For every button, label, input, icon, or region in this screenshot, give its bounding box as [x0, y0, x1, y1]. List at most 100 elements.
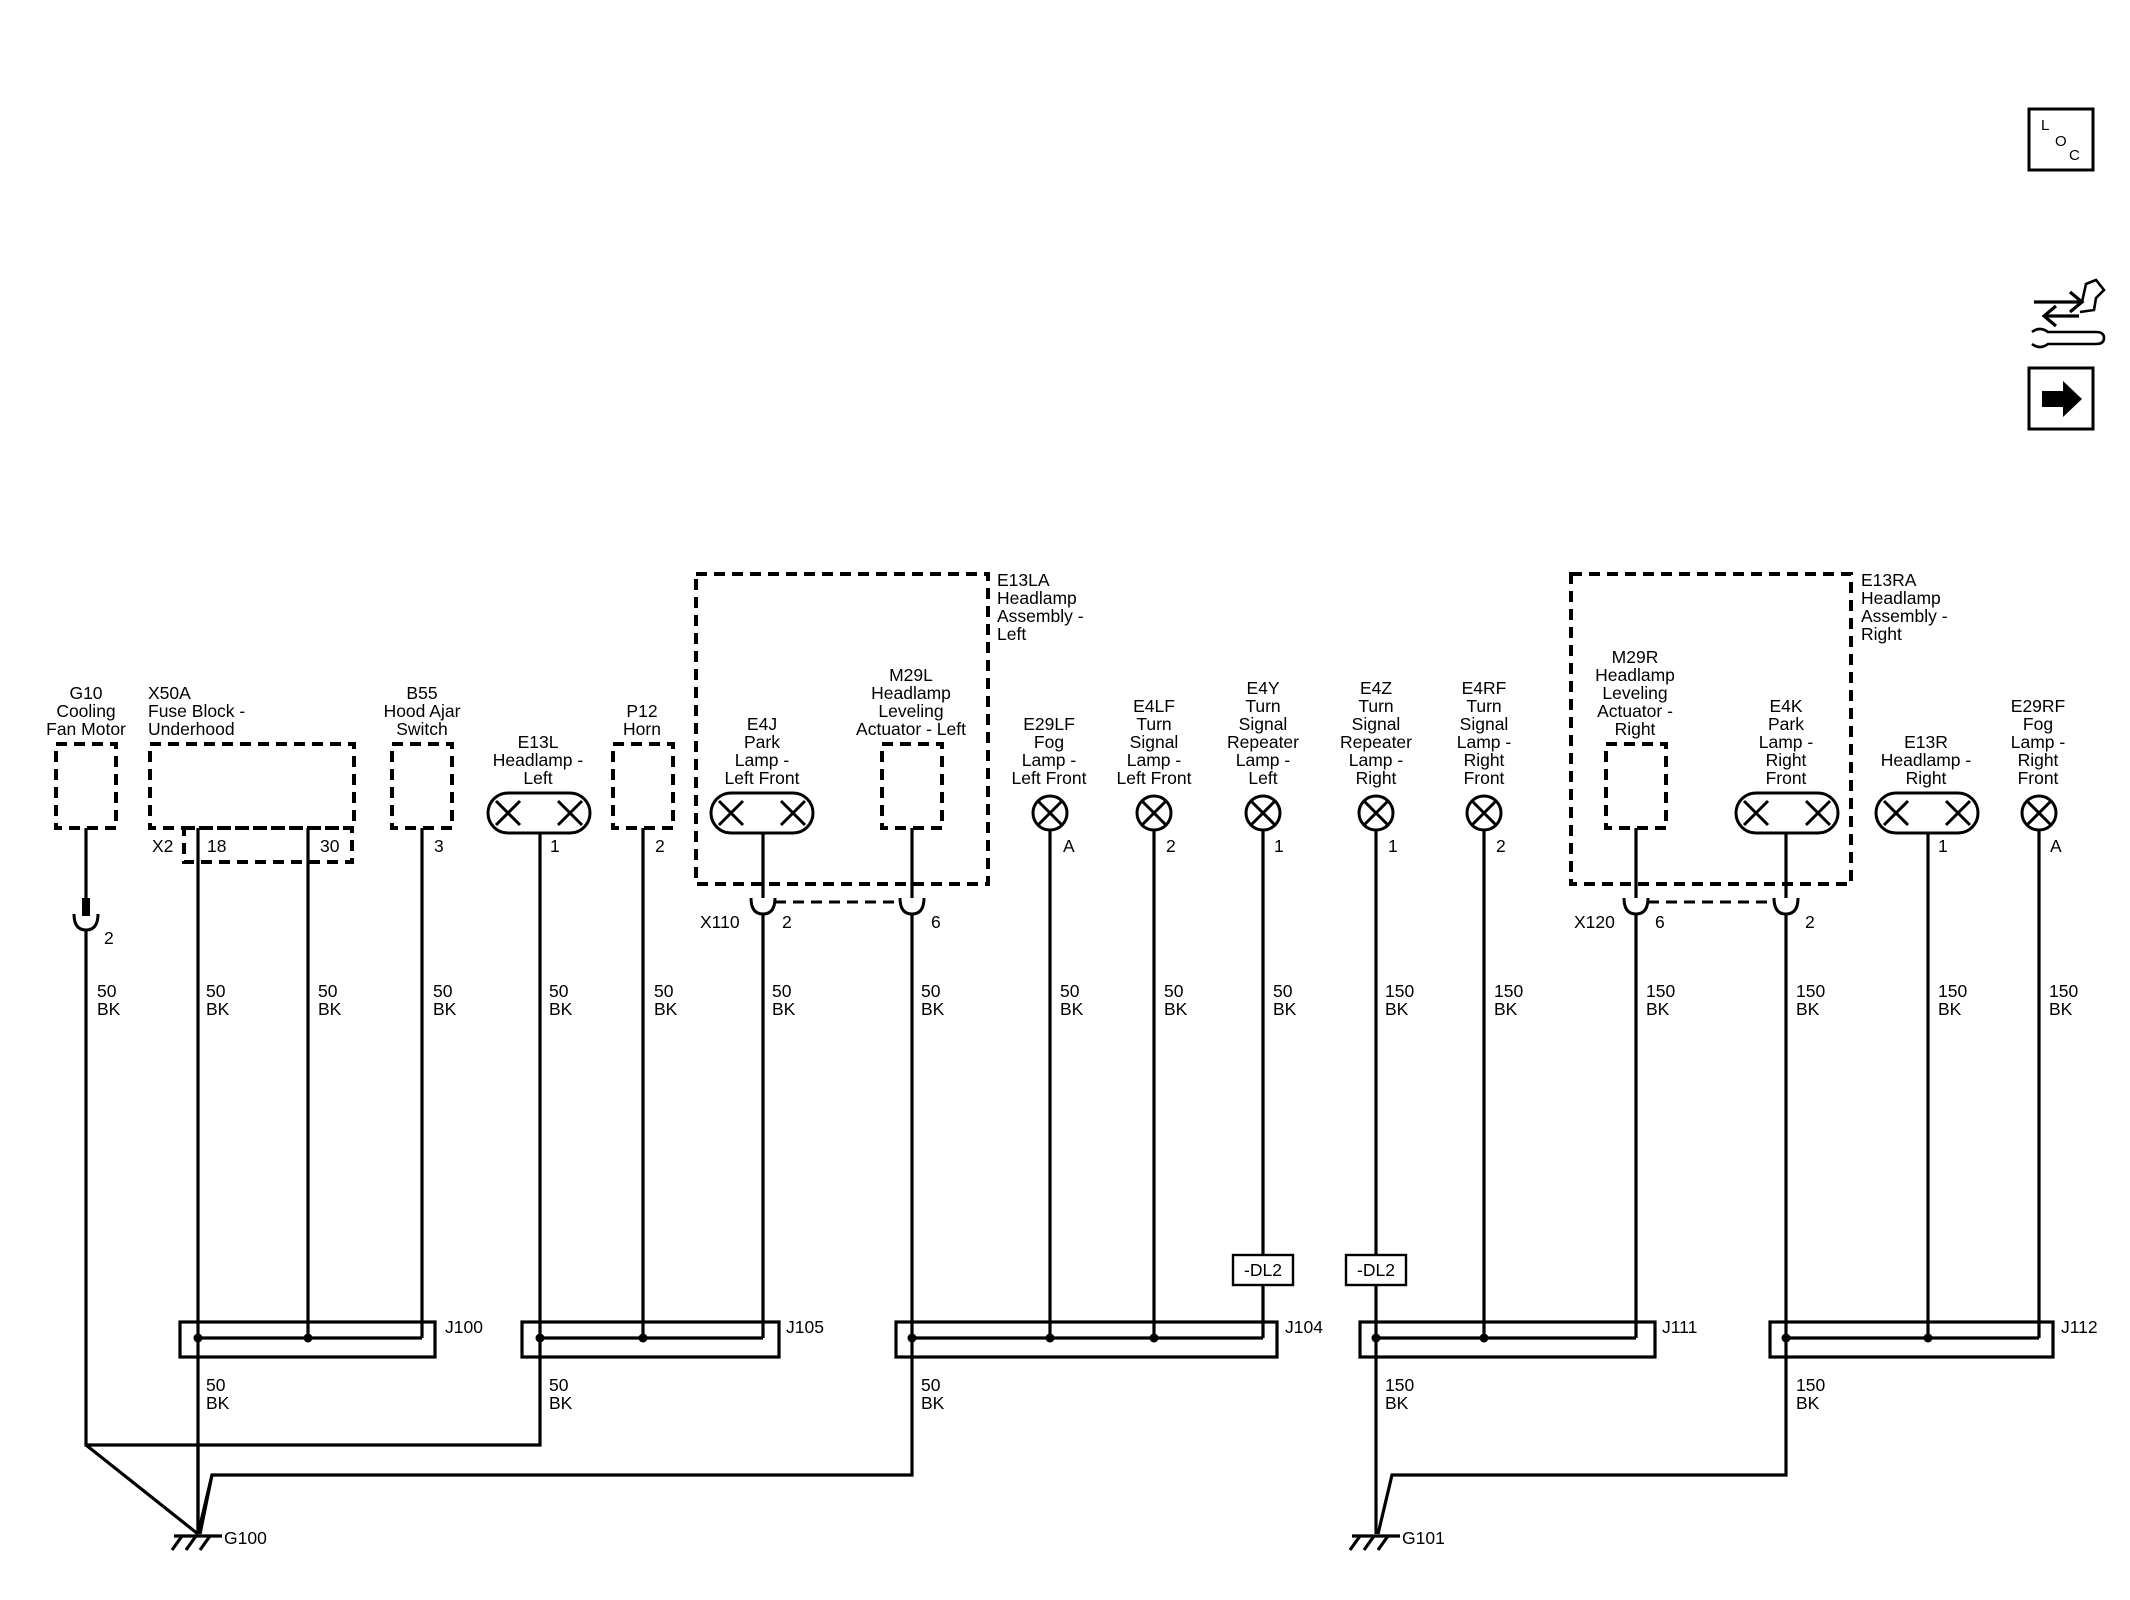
svg-text:M29L: M29L [889, 665, 933, 685]
svg-text:E13LA: E13LA [997, 570, 1050, 590]
svg-text:Turn: Turn [1466, 696, 1501, 716]
svg-text:Headlamp -: Headlamp - [493, 750, 584, 770]
svg-text:A: A [1063, 836, 1075, 856]
arrow-right-icon [2042, 381, 2082, 417]
svg-text:Signal: Signal [1130, 732, 1179, 752]
b55-hood-ajar-switch-box [390, 742, 454, 830]
svg-text:Cooling: Cooling [56, 701, 115, 721]
svg-text:2: 2 [104, 928, 114, 948]
svg-text:Headlamp -: Headlamp - [1881, 750, 1972, 770]
svg-text:150: 150 [1385, 981, 1414, 1001]
svg-text:50: 50 [97, 981, 117, 1001]
svg-text:1: 1 [550, 836, 560, 856]
svg-text:X120: X120 [1574, 912, 1615, 932]
splice-j104: J104 [894, 1317, 1323, 1359]
assembly-e13ra-box [1569, 572, 1853, 886]
label-e4z: E4Z Turn Signal Repeater Lamp - Right [1340, 678, 1412, 788]
svg-text:150: 150 [1385, 1375, 1414, 1395]
connector-g10 [72, 898, 100, 932]
svg-text:G10: G10 [69, 683, 102, 703]
svg-text:50: 50 [772, 981, 792, 1001]
tag-dl2-left: -DL2 [1231, 1253, 1295, 1287]
label-e4lf: E4LF Turn Signal Lamp - Left Front [1117, 696, 1192, 788]
label-p12: P12 Horn [623, 701, 661, 739]
svg-text:6: 6 [1655, 912, 1665, 932]
svg-text:Headlamp: Headlamp [997, 588, 1077, 608]
svg-text:150: 150 [1646, 981, 1675, 1001]
svg-text:BK: BK [1938, 999, 1962, 1019]
svg-text:BK: BK [921, 999, 945, 1019]
label-e29lf: E29LF Fog Lamp - Left Front [1012, 714, 1087, 788]
svg-text:BK: BK [2049, 999, 2073, 1019]
svg-text:Lamp -: Lamp - [735, 750, 790, 770]
svg-text:50: 50 [318, 981, 338, 1001]
svg-text:2: 2 [782, 912, 792, 932]
loc-letter-o: O [2055, 133, 2067, 150]
svg-text:BK: BK [1796, 1393, 1820, 1413]
svg-text:50: 50 [206, 981, 226, 1001]
svg-text:BK: BK [549, 1393, 573, 1413]
svg-text:Park: Park [1768, 714, 1804, 734]
svg-text:150: 150 [2049, 981, 2078, 1001]
svg-text:-DL2: -DL2 [1244, 1260, 1282, 1280]
e29lf-fog-lamp-symbol [1031, 794, 1069, 832]
svg-text:-DL2: -DL2 [1357, 1260, 1395, 1280]
svg-text:B55: B55 [406, 683, 437, 703]
svg-text:A: A [2050, 836, 2062, 856]
label-b55: B55 Hood Ajar Switch [384, 683, 461, 739]
svg-text:BK: BK [654, 999, 678, 1019]
svg-text:BK: BK [1796, 999, 1820, 1019]
label-e4j: E4J Park Lamp - Left Front [725, 714, 800, 788]
svg-text:E13RA: E13RA [1861, 570, 1917, 590]
svg-text:Fog: Fog [2023, 714, 2053, 734]
svg-text:50: 50 [921, 981, 941, 1001]
svg-text:J111: J111 [1662, 1317, 1697, 1337]
location-button[interactable]: L O C [2027, 107, 2095, 172]
svg-text:Leveling: Leveling [1602, 683, 1667, 703]
svg-text:Actuator - Left: Actuator - Left [856, 719, 966, 739]
e4y-repeater-lamp-symbol [1244, 794, 1282, 832]
component-view-icon[interactable] [2031, 278, 2106, 349]
wires [84, 828, 2041, 1535]
svg-text:G101: G101 [1402, 1528, 1445, 1548]
svg-text:Headlamp: Headlamp [1861, 588, 1941, 608]
svg-text:6: 6 [931, 912, 941, 932]
svg-text:Left Front: Left Front [1117, 768, 1192, 788]
svg-text:Front: Front [2018, 768, 2059, 788]
svg-text:J105: J105 [786, 1317, 824, 1337]
svg-text:1: 1 [1388, 836, 1398, 856]
svg-text:150: 150 [1938, 981, 1967, 1001]
connector-x110: X110 2 6 [700, 897, 941, 932]
svg-text:Headlamp: Headlamp [871, 683, 951, 703]
svg-text:Left: Left [997, 624, 1026, 644]
svg-text:BK: BK [549, 999, 573, 1019]
svg-text:Park: Park [744, 732, 780, 752]
svg-text:E13R: E13R [1904, 732, 1948, 752]
svg-text:Left Front: Left Front [1012, 768, 1087, 788]
svg-text:Repeater: Repeater [1227, 732, 1299, 752]
svg-text:50: 50 [1060, 981, 1080, 1001]
svg-text:Hood Ajar: Hood Ajar [384, 701, 461, 721]
svg-text:Signal: Signal [1352, 714, 1401, 734]
svg-text:50: 50 [433, 981, 453, 1001]
svg-text:BK: BK [97, 999, 121, 1019]
label-m29r: M29R Headlamp Leveling Actuator - Right [1595, 647, 1675, 739]
svg-text:1: 1 [1274, 836, 1284, 856]
svg-text:Turn: Turn [1245, 696, 1280, 716]
svg-text:50: 50 [206, 1375, 226, 1395]
loc-letter-l: L [2041, 117, 2049, 134]
svg-text:50: 50 [1164, 981, 1184, 1001]
svg-text:150: 150 [1796, 1375, 1825, 1395]
assembly-e13la-label: E13LA Headlamp Assembly - Left [997, 570, 1084, 644]
svg-text:BK: BK [1060, 999, 1084, 1019]
next-page-button[interactable] [2027, 366, 2095, 431]
svg-text:Turn: Turn [1358, 696, 1393, 716]
svg-text:Fuse Block -: Fuse Block - [148, 701, 245, 721]
svg-text:30: 30 [320, 836, 340, 856]
svg-text:E4LF: E4LF [1133, 696, 1175, 716]
splice-j112: J112 [1768, 1317, 2098, 1359]
svg-text:BK: BK [1164, 999, 1188, 1019]
svg-text:E13L: E13L [518, 732, 559, 752]
